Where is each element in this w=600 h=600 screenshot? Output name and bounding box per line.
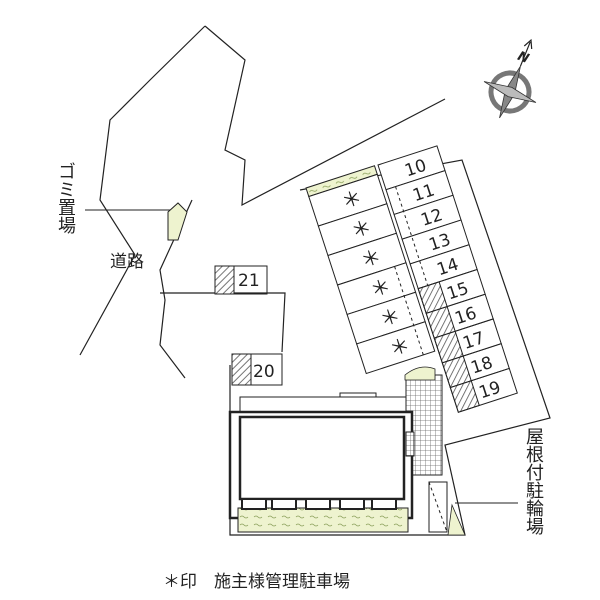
parking-space-21[interactable] bbox=[214, 265, 268, 295]
bicycle-parking bbox=[428, 481, 518, 536]
apartment-building bbox=[228, 392, 415, 533]
parking-space-19[interactable] bbox=[449, 367, 518, 413]
lot-boundary bbox=[160, 159, 551, 536]
road-outline bbox=[79, 25, 446, 379]
parking-space-21-hatch bbox=[214, 265, 235, 295]
numbered-parking-column: 10 11 12 13 14 15 16 17 18 19 bbox=[377, 145, 518, 413]
owner-parking-space[interactable] bbox=[356, 321, 436, 375]
parking-space-20-label: 20 bbox=[253, 362, 275, 382]
north-compass-icon: N bbox=[483, 38, 537, 119]
building-planting-strip bbox=[237, 507, 409, 533]
parking-space-20-hatch bbox=[231, 353, 252, 386]
bicycle-parking-label: 屋根付駐輪場 bbox=[523, 427, 544, 535]
parking-space-21-label: 21 bbox=[238, 271, 260, 291]
road-label: 道路 bbox=[110, 252, 144, 272]
garbage-area-shape bbox=[167, 202, 188, 241]
legend-label: ＊印 施主様管理駐車場 bbox=[163, 572, 350, 592]
owner-parking-column: ＊ ＊ ＊ ＊ ＊ ＊ bbox=[305, 165, 436, 375]
garbage-area-label: ゴミ置場 bbox=[55, 162, 76, 234]
parking-space-20[interactable] bbox=[231, 353, 283, 386]
compass-north-label: N bbox=[515, 49, 531, 67]
